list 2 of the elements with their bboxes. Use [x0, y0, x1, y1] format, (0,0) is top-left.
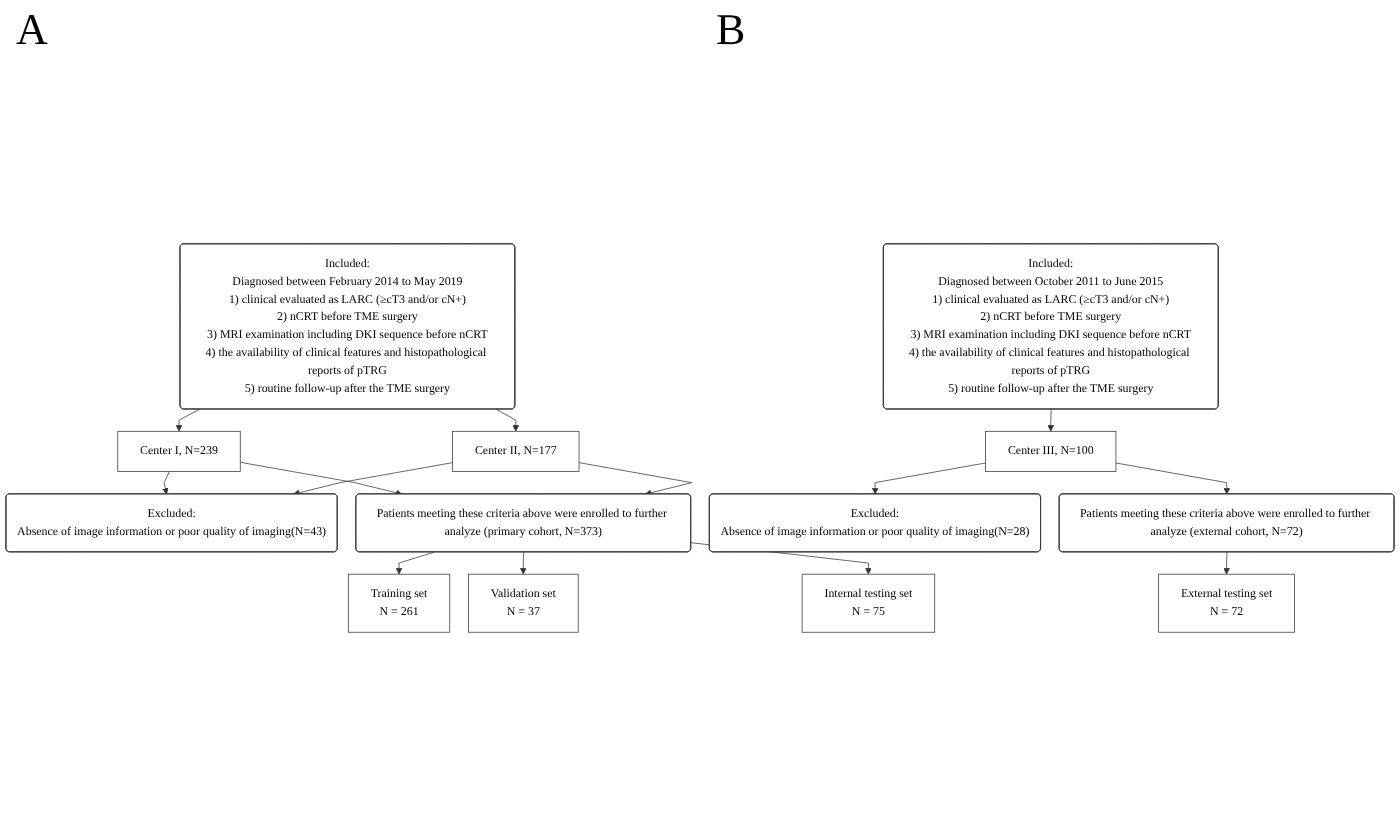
panel-letter: B — [716, 4, 746, 56]
panel-letter: A — [16, 4, 48, 56]
